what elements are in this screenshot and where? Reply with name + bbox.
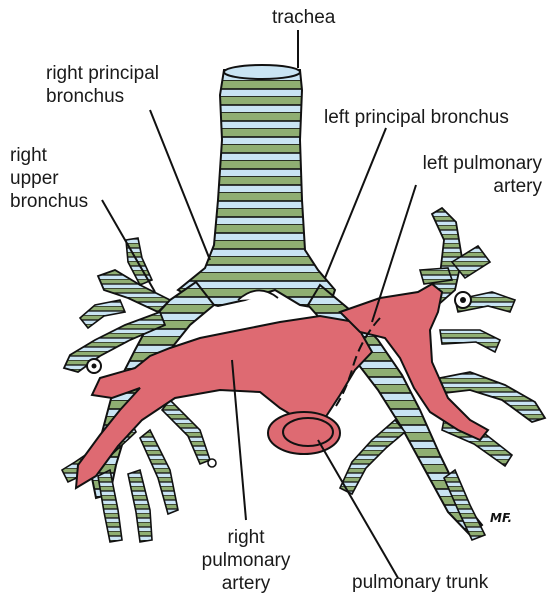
bronchial-tree: [62, 65, 545, 542]
trachea-shape: [178, 70, 335, 310]
trachea-opening: [224, 65, 300, 79]
label-right-upper-bronchus: right upper bronchus: [10, 144, 88, 213]
label-line: pulmonary: [196, 549, 296, 572]
label-line: right: [196, 526, 296, 549]
label-left-pulmonary-artery: left pulmonary artery: [404, 152, 542, 198]
label-right-principal-bronchus: right principal bronchus: [46, 62, 159, 108]
leader-left-principal-bronchus: [325, 128, 386, 278]
label-line: artery: [404, 175, 542, 198]
label-line: upper: [10, 167, 88, 190]
artist-signature: MF.: [490, 511, 512, 525]
label-left-principal-bronchus: left principal bronchus: [324, 106, 509, 129]
label-line: right principal: [46, 62, 159, 85]
label-line: bronchus: [10, 190, 88, 213]
leader-right-principal-bronchus: [150, 110, 210, 260]
label-right-pulmonary-artery: right pulmonary artery: [196, 526, 296, 595]
label-pulmonary-trunk: pulmonary trunk: [352, 571, 488, 594]
label-line: left pulmonary: [404, 152, 542, 175]
label-line: bronchus: [46, 85, 159, 108]
label-trachea: trachea: [272, 6, 335, 29]
label-line: right: [10, 144, 88, 167]
label-line: artery: [196, 572, 296, 595]
